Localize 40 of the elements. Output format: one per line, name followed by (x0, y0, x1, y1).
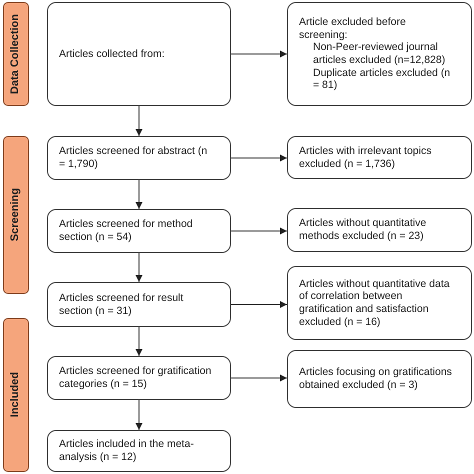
box-text: Articles screened for method section (n = 54) (59, 218, 194, 244)
process-box (47, 2, 231, 106)
process-box (47, 136, 231, 180)
box-text: Articles screened for result section (n = 31) (59, 292, 184, 318)
box-text: Articles collected from: (59, 48, 166, 60)
phase-label: Included (9, 372, 22, 418)
arrow (136, 400, 142, 430)
box-subtext: Duplicate articles excluded (n = 81) (312, 66, 452, 92)
box-text: Article excluded before screening: (299, 16, 407, 42)
box-text: Articles without quantitative methods excluded (n = 23) (299, 217, 428, 243)
process-box (47, 282, 231, 327)
phase-band (3, 318, 29, 472)
phase-label: Data Collection (9, 14, 22, 94)
arrow (230, 50, 288, 58)
process-box (47, 430, 231, 472)
phase-band (3, 2, 29, 106)
arrow (230, 154, 288, 162)
arrow (136, 180, 142, 210)
process-box (47, 356, 231, 400)
exclusion-box (287, 2, 472, 106)
process-box (287, 266, 472, 340)
process-box (287, 350, 472, 408)
arrow (230, 301, 288, 308)
box-text: Articles focusing on gratifications obtained excluded (n = 3) (299, 366, 453, 392)
box-text: Articles screened for abstract (n = 1,790) (59, 145, 208, 171)
phase-label: Screening (9, 188, 22, 242)
arrow (136, 106, 142, 136)
process-box (47, 209, 231, 253)
arrow (136, 326, 142, 356)
arrow (230, 374, 288, 382)
box-text: Articles without quantitative data of correlation between gratification and satisfaction excluded (n = 16) (299, 278, 451, 328)
arrow (136, 252, 142, 282)
box-text: Articles included in the meta-analysis (n = 12) (59, 438, 195, 464)
box-text: Articles screened for gratification categories (n = 15) (59, 365, 212, 391)
box-text: Articles with irrelevant topics excluded (n = 1,736) (299, 144, 432, 170)
arrow (230, 228, 288, 234)
phase-band (3, 136, 29, 294)
process-box (287, 136, 472, 179)
box-subtext: Non-Peer-reviewed journal articles excluded (n=12,828) (312, 41, 446, 67)
process-box (287, 208, 472, 252)
